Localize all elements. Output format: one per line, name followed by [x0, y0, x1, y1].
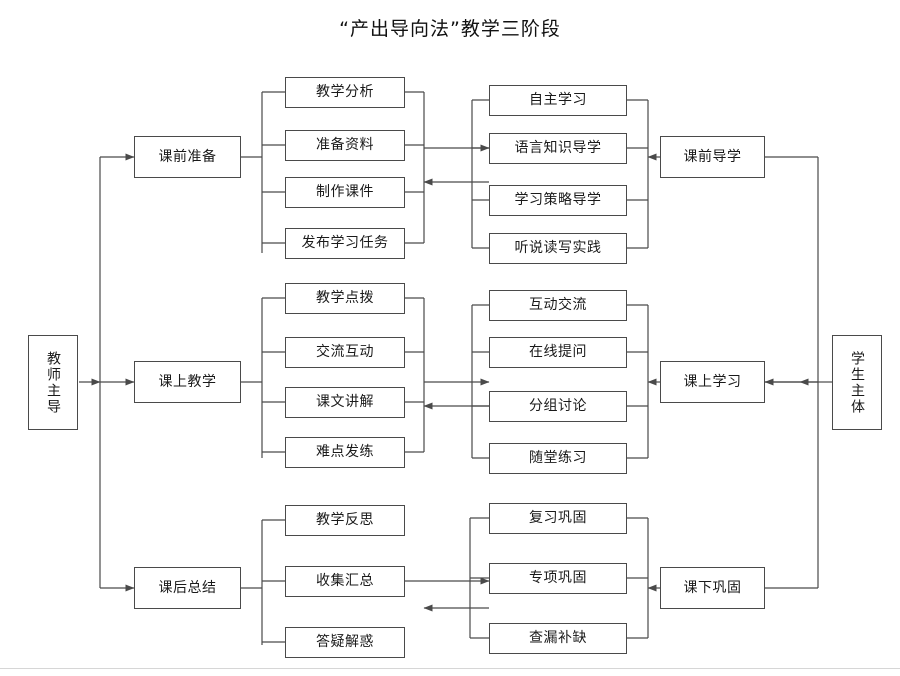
node-in-class-practice[interactable]: 随堂练习 [489, 443, 627, 474]
node-teaching-reflection[interactable]: 教学反思 [285, 505, 405, 536]
node-make-courseware[interactable]: 制作课件 [285, 177, 405, 208]
node-self-study[interactable]: 自主学习 [489, 85, 627, 116]
node-text-explanation[interactable]: 课文讲解 [285, 387, 405, 418]
node-difficult-point-drill[interactable]: 难点发练 [285, 437, 405, 468]
node-listening-speaking-reading-writing[interactable]: 听说读写实践 [489, 233, 627, 264]
bottom-divider [0, 668, 900, 676]
node-guide-post-class[interactable]: 课下巩固 [660, 567, 765, 609]
node-language-knowledge-guidance[interactable]: 语言知识导学 [489, 133, 627, 164]
node-stage-in-class[interactable]: 课上教学 [134, 361, 241, 403]
node-teaching-guidance[interactable]: 教学点拨 [285, 283, 405, 314]
node-stage-post-class[interactable]: 课后总结 [134, 567, 241, 609]
node-interactive-exchange[interactable]: 互动交流 [489, 290, 627, 321]
node-teacher-lead[interactable]: 教师主导 [28, 335, 78, 430]
node-learning-strategy-guidance[interactable]: 学习策略导学 [489, 185, 627, 216]
node-group-discussion[interactable]: 分组讨论 [489, 391, 627, 422]
node-teaching-analysis[interactable]: 教学分析 [285, 77, 405, 108]
node-prepare-materials[interactable]: 准备资料 [285, 130, 405, 161]
node-stage-pre-class[interactable]: 课前准备 [134, 136, 241, 178]
node-guide-pre-class[interactable]: 课前导学 [660, 136, 765, 178]
page-title: “产出导向法”教学三阶段 [339, 18, 561, 40]
node-answer-questions[interactable]: 答疑解惑 [285, 627, 405, 658]
node-online-questions[interactable]: 在线提问 [489, 337, 627, 368]
node-collect-summary[interactable]: 收集汇总 [285, 566, 405, 597]
node-guide-in-class[interactable]: 课上学习 [660, 361, 765, 403]
node-special-consolidation[interactable]: 专项巩固 [489, 563, 627, 594]
node-student-body[interactable]: 学生主体 [832, 335, 882, 430]
node-publish-tasks[interactable]: 发布学习任务 [285, 228, 405, 259]
node-fill-gaps[interactable]: 查漏补缺 [489, 623, 627, 654]
node-communication-interaction[interactable]: 交流互动 [285, 337, 405, 368]
node-review-consolidation[interactable]: 复习巩固 [489, 503, 627, 534]
